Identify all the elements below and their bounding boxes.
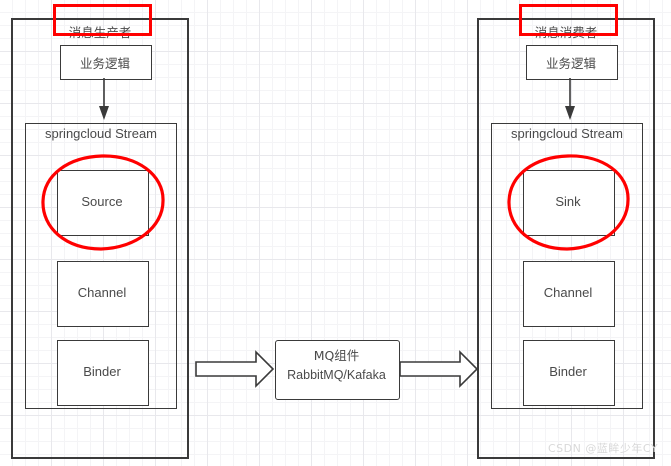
consumer-component-sink-label: Sink (555, 193, 581, 209)
producer-stream-title: springcloud Stream (45, 126, 157, 141)
mq-broker-label-line1: MQ组件 (313, 347, 360, 363)
producer-outer-box (11, 18, 189, 459)
producer-component-source-label: Source (81, 193, 123, 209)
producer-title-highlight-rect (53, 4, 152, 36)
consumer-business-logic-label: 业务逻辑 (545, 56, 596, 71)
producer-component-channel-label: Channel (77, 284, 127, 300)
producer-to-broker-block-arrow-icon (195, 350, 275, 388)
csdn-watermark: CSDN @蓝眸少年CY (548, 442, 659, 455)
consumer-outer-box (477, 18, 655, 459)
consumer-component-channel-label: Channel (543, 284, 593, 300)
consumer-title: 消息消费者 (534, 25, 598, 40)
producer-business-logic-label: 业务逻辑 (79, 56, 130, 71)
mq-broker-label-line2: RabbitMQ/Kafaka (287, 367, 386, 382)
producer-title: 消息生产者 (68, 25, 132, 40)
consumer-springcloud-stream-box (491, 123, 643, 409)
consumer-stream-title: springcloud Stream (511, 126, 623, 141)
producer-component-binder-box (57, 340, 149, 406)
producer-business-logic-box (60, 45, 152, 80)
consumer-component-channel-box (523, 261, 615, 327)
consumer-business-logic-box (526, 45, 618, 80)
consumer-title-highlight-rect (519, 4, 618, 36)
broker-to-consumer-block-arrow-icon (399, 350, 479, 388)
producer-component-channel-box (57, 261, 149, 327)
producer-springcloud-stream-box (25, 123, 177, 409)
producer-component-binder-label: Binder (83, 363, 121, 379)
consumer-component-binder-label: Binder (549, 363, 587, 379)
consumer-component-binder-box (523, 340, 615, 406)
